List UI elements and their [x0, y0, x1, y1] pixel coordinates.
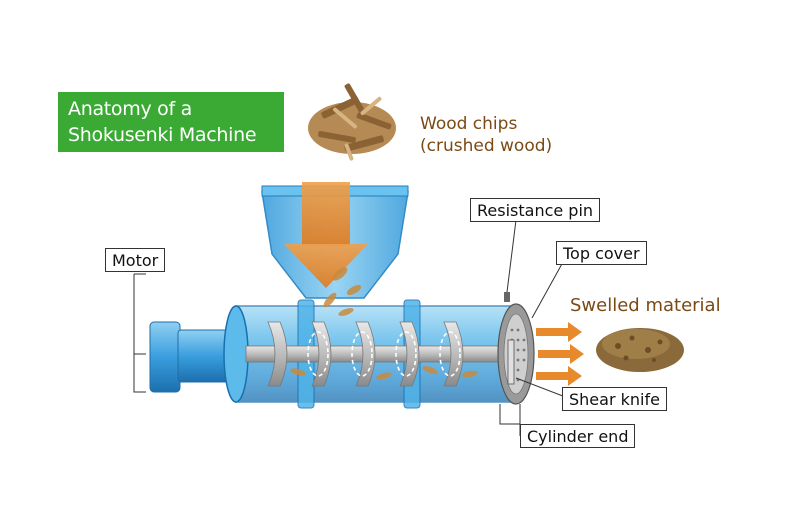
shear-knife-blade: [508, 340, 514, 384]
swelled-material-label: Swelled material: [570, 295, 721, 317]
diagram-title: Anatomy of a Shokusenki Machine: [58, 92, 284, 152]
wood-chips-label: Wood chips (crushed wood): [420, 113, 552, 157]
resistance-pin-stub: [504, 292, 510, 302]
title-line-2: Shokusenki Machine: [68, 122, 284, 148]
cylinder-end-callout: Cylinder end: [520, 424, 635, 448]
wood-chips-label-line-2: (crushed wood): [420, 135, 552, 157]
motor-callout: Motor: [105, 248, 165, 272]
top-cover-callout: Top cover: [556, 241, 647, 265]
output-arrows: [536, 322, 584, 386]
shear-knife-callout: Shear knife: [562, 387, 667, 411]
wood-chips-label-line-1: Wood chips: [420, 113, 552, 135]
swelled-material-pile: [596, 328, 684, 372]
wood-chips-pile: [308, 83, 396, 161]
title-line-1: Anatomy of a: [68, 96, 284, 122]
resistance-pin-callout: Resistance pin: [470, 198, 600, 222]
